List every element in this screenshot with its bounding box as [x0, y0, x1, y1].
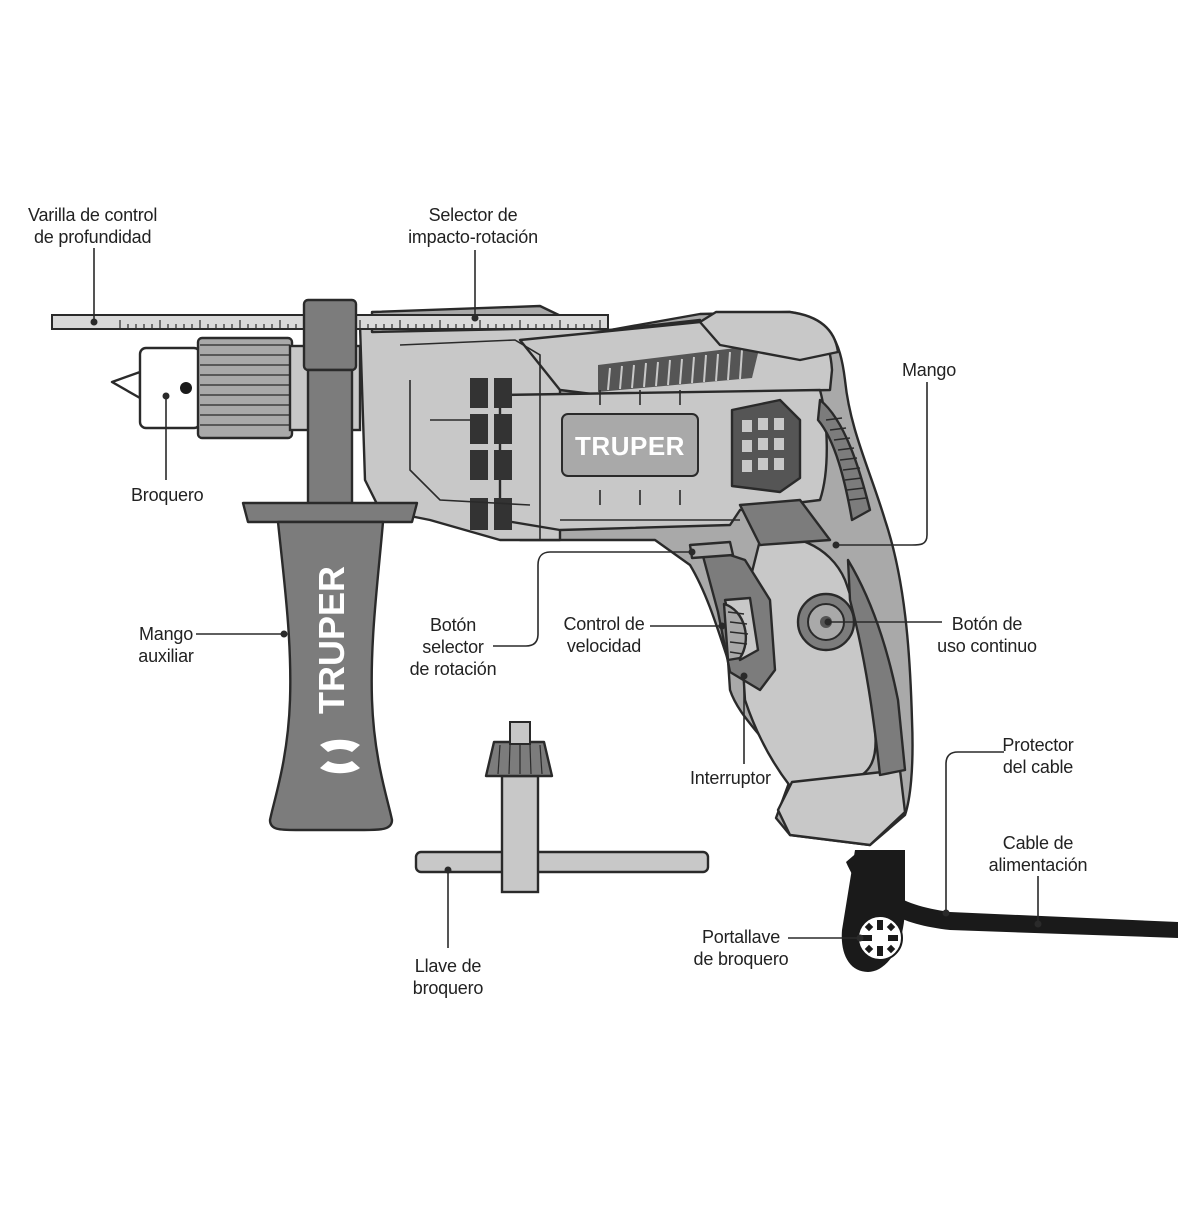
chuck-key-tool [414, 721, 710, 894]
label-cable-alimentacion: Cable de alimentación [988, 833, 1088, 875]
label-portallave: Portallave de broquero [693, 927, 789, 969]
label-boton-continuo: Botón de uso continuo [937, 614, 1037, 656]
label-selector-impacto: Selector de impacto-rotación [408, 205, 538, 247]
label-boton-selector: Botón selector de rotación [409, 615, 497, 679]
label-protector-cable: Protector del cable [1002, 735, 1074, 777]
label-mango-auxiliar: Mango auxiliar [138, 624, 194, 666]
label-mango: Mango [902, 360, 957, 380]
power-cable [846, 850, 1178, 938]
leader-lines [90, 248, 1042, 948]
drill-body [358, 304, 914, 847]
body-logo: TRUPER [575, 431, 685, 461]
label-llave: Llave de broquero [412, 956, 484, 998]
label-interruptor: Interruptor [690, 768, 771, 788]
label-varilla: Varilla de control de profundidad [28, 205, 158, 247]
label-control-velocidad: Control de velocidad [563, 614, 645, 656]
aux-handle-logo: TRUPER [311, 566, 352, 714]
auxiliary-handle: TRUPER [241, 298, 419, 832]
label-broquero: Broquero [131, 485, 204, 505]
chuck-key-holder [841, 850, 905, 972]
